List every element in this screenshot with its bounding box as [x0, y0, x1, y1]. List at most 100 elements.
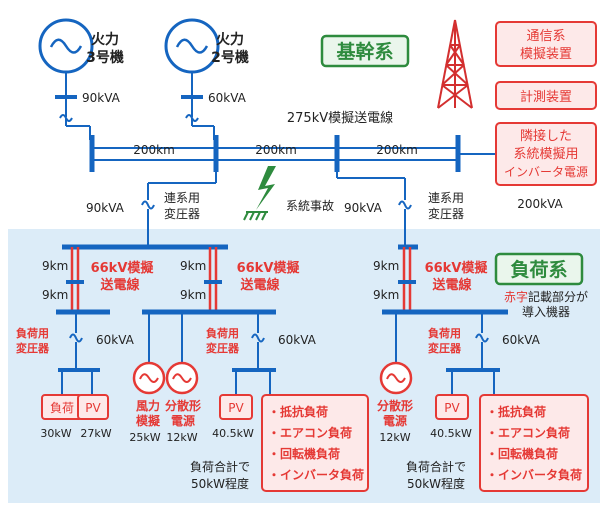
left-group-feeder: [58, 312, 100, 395]
generator-3: 火力 3号機: [38, 18, 124, 74]
right-load-transformer-1: 負荷用: [428, 326, 461, 340]
load-type-1c: ・回転機負荷: [268, 446, 340, 461]
generator-3-label-2: 3号機: [86, 49, 124, 66]
pv-box-2: [219, 394, 253, 420]
load-type-2c: ・回転機負荷: [486, 446, 558, 461]
line-66kv-c: [398, 247, 416, 312]
load-label: 負荷: [50, 401, 74, 415]
generator-3-transformer-rating: 90kVA: [82, 91, 121, 105]
line-a-length-1: 9km: [42, 259, 68, 273]
sine-wave-icon: [49, 38, 83, 54]
left-load-transformer-2: 変圧器: [16, 341, 50, 355]
pv-label-3: PV: [444, 401, 460, 415]
line-b-length-1: 9km: [180, 259, 206, 273]
pv-box-1: [77, 394, 109, 420]
load-type-1b: ・エアコン負荷: [268, 425, 352, 440]
middle-load-transformer-1: 負荷用: [206, 326, 239, 340]
load-types-box-1: [261, 394, 369, 492]
pv-power-2: 40.5kW: [212, 427, 254, 440]
pv-box-3: [435, 394, 469, 420]
comm-simulator-label-1: 通信系: [526, 29, 565, 44]
introduced-note-2: 導入機器: [522, 304, 570, 319]
sine-wave-icon: [175, 38, 209, 54]
middle-load-transformer-2: 変圧器: [206, 341, 240, 355]
pv-power-3: 40.5kW: [430, 427, 472, 440]
generator-2-transformer-rating: 60kVA: [208, 91, 247, 105]
generator-3-label-1: 火力: [91, 31, 119, 48]
load-type-1d: ・インバータ負荷: [268, 467, 364, 482]
load-system-label: 負荷系: [510, 258, 567, 281]
load-system-label-box: [494, 252, 584, 286]
distributed-generator-1: [165, 361, 199, 395]
sine-wave-icon: [172, 373, 192, 383]
line-c-length-2: 9km: [373, 288, 399, 302]
inverter-label-3: インバータ電源: [504, 165, 588, 179]
right-transformer-rating: 60kVA: [502, 333, 541, 347]
line-b-length-2: 9km: [180, 288, 206, 302]
generator-feeders: [55, 72, 215, 140]
right-interconnection-label-2: 変圧器: [428, 206, 464, 221]
antenna-tower-icon: [437, 19, 473, 109]
pv-label-1: PV: [85, 401, 101, 415]
right-interconnection: [336, 172, 412, 247]
left-load-transformer-1: 負荷用: [16, 326, 49, 340]
measurement-box: 計測装置: [495, 81, 597, 110]
pv-label-2: PV: [228, 401, 244, 415]
line-c-label-2: 送電線: [431, 277, 472, 293]
inverter-label-2: 系統模擬用: [513, 146, 578, 162]
fault-symbol-icon: [243, 166, 276, 221]
line-c-label-1: 66kV模擬: [425, 260, 489, 276]
load-type-1a: ・抵抗負荷: [268, 404, 328, 419]
total-note-2a: 負荷合計で: [406, 459, 466, 474]
dg1-label-1: 分散形: [165, 398, 201, 413]
line-b-label-1: 66kV模擬: [237, 260, 301, 276]
measurement-label: 計測装置: [520, 89, 572, 105]
right-interconnection-rating: 90kVA: [344, 201, 383, 215]
red-text-keyword: 赤字: [504, 289, 528, 304]
dg2-power: 12kW: [379, 431, 410, 444]
line-b-label-2: 送電線: [239, 277, 280, 293]
middle-group-feeders: [148, 312, 276, 395]
wind-label-1: 風力: [136, 398, 160, 413]
right-load-transformer-2: 変圧器: [428, 341, 462, 355]
inverter-source-box: 隣接した 系統模擬用 インバータ電源: [495, 122, 597, 186]
segment-length-2: 200km: [255, 143, 297, 157]
generator-2: 火力 2号機: [164, 18, 249, 74]
line-66kv-a: [66, 247, 84, 312]
sine-wave-icon: [386, 373, 406, 383]
wind-generator: [132, 361, 166, 395]
line-a-length-2: 9km: [42, 288, 68, 302]
middle-transformer-rating: 60kVA: [278, 333, 317, 347]
segment-length-3: 200km: [376, 143, 418, 157]
distributed-generator-2: [379, 361, 413, 395]
segment-length-1: 200km: [133, 143, 175, 157]
dg1-label-2: 電源: [171, 413, 195, 428]
right-group-feeders: [395, 312, 500, 395]
total-note-2b: 50kW程度: [407, 476, 465, 491]
dg2-label-1: 分散形: [377, 398, 413, 413]
pv-power-1: 27kW: [80, 427, 111, 440]
backbone-system-label: 基幹系: [335, 40, 393, 63]
sine-wave-icon: [139, 373, 159, 383]
inverter-label-1: 隣接した: [520, 128, 572, 144]
line-66kv-b: [204, 247, 222, 312]
inverter-rating: 200kVA: [517, 197, 563, 211]
dg2-label-2: 電源: [383, 413, 407, 428]
left-interconnection-rating: 90kVA: [86, 201, 125, 215]
left-interconnection-label-2: 変圧器: [164, 206, 200, 221]
line-c-length-1: 9km: [373, 259, 399, 273]
load-type-2a: ・抵抗負荷: [486, 404, 546, 419]
generator-2-label-2: 2号機: [211, 49, 249, 66]
wind-label-2: 模擬: [136, 413, 161, 428]
backbone-line-label: 275kV模擬送電線: [287, 110, 393, 126]
comm-simulator-box: 通信系 模擬装置: [495, 21, 597, 67]
left-transformer-rating: 60kVA: [96, 333, 135, 347]
comm-simulator-label-2: 模擬装置: [520, 46, 572, 62]
line-a-label-1: 66kV模擬: [91, 260, 155, 276]
backbone-system-label-box: [320, 34, 410, 68]
load-type-2d: ・インバータ負荷: [486, 467, 582, 482]
load-type-2b: ・エアコン負荷: [486, 425, 570, 440]
wind-power: 25kW: [129, 431, 160, 444]
left-interconnection: [141, 172, 217, 247]
